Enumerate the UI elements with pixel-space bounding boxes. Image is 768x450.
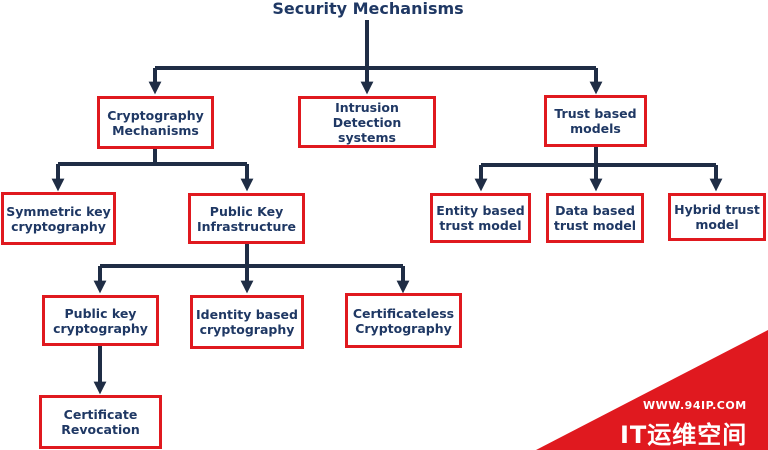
node-trust-based-models: Trust based models [544,95,647,147]
node-public-key-infrastructure: Public Key Infrastructure [188,193,305,244]
node-identity-based: Identity based cryptography [190,295,304,349]
watermark-corner [536,330,768,450]
node-certificate-revocation: Certificate Revocation [39,395,162,449]
watermark-url: WWW.94IP.COM [643,399,747,412]
diagram-title: Security Mechanisms [272,0,464,18]
node-public-key-cryptography: Public key cryptography [42,295,159,346]
node-entity-trust: Entity based trust model [430,193,531,243]
node-hybrid-trust: Hybrid trust model [668,193,766,241]
watermark-name: IT运维空间 [620,421,748,449]
node-cryptography-mechanisms: Cryptography Mechanisms [97,96,214,149]
node-symmetric-key: Symmetric key cryptography [1,192,116,245]
node-certificateless: Certificateless Cryptography [345,293,462,348]
node-data-trust: Data based trust model [546,193,644,243]
node-intrusion-detection: Intrusion Detection systems [298,96,436,148]
